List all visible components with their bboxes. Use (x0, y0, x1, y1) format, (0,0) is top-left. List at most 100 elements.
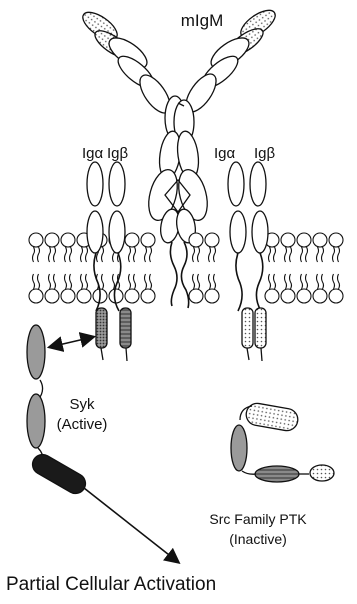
lipid-tail (209, 274, 211, 289)
lipid-tail (81, 247, 83, 262)
lipid-tail (38, 247, 40, 262)
lipid-tail (102, 274, 104, 289)
lipid-tail (306, 274, 308, 289)
lipid-tail (333, 274, 335, 289)
lipid-tail (198, 247, 200, 262)
src-family-ptk (231, 402, 334, 482)
lipid-tail (54, 247, 56, 262)
lipid-head (61, 233, 75, 247)
lipid-tail (322, 247, 324, 262)
lipid-tail (134, 247, 136, 262)
lipid-tail (54, 274, 56, 289)
lipid-head (297, 289, 311, 303)
lipid-tail (290, 274, 292, 289)
lipid-tail (70, 247, 72, 262)
lipid-tail (102, 247, 104, 262)
syk-binding-arrow (50, 337, 93, 347)
lipid-head (45, 233, 59, 247)
lipid-tail (113, 274, 115, 289)
itam-left-alpha (96, 308, 107, 348)
lipid-tail (274, 274, 276, 289)
antibody-label: mIgM (181, 11, 224, 30)
itam-right-alpha (242, 308, 253, 348)
lipid-tail (214, 274, 216, 289)
ig-alpha-beta-left (87, 162, 131, 361)
lipid-tail (198, 274, 200, 289)
lipid-head (141, 233, 155, 247)
lipid-tail (134, 274, 136, 289)
activation-arrow (84, 488, 178, 562)
outcome-label: Partial Cellular Activation (6, 574, 216, 595)
ig-alpha-beta-right (228, 162, 268, 361)
itam-right-beta (255, 308, 266, 348)
lipid-tail (317, 274, 319, 289)
lipid-tail (65, 247, 67, 262)
lipid-tail (145, 274, 147, 289)
lipid-tail (317, 247, 319, 262)
lipid-tail (70, 274, 72, 289)
lipid-tail (285, 247, 287, 262)
lipid-head (313, 289, 327, 303)
lipid-tail (274, 247, 276, 262)
lipid-tail (338, 274, 340, 289)
lipid-head (329, 289, 343, 303)
ig-beta-label-left: Igβ (107, 145, 129, 162)
lipid-head (281, 289, 295, 303)
lipid-tail (33, 274, 35, 289)
lipid-tail (65, 274, 67, 289)
syk-state-label: (Active) (57, 416, 108, 433)
lipid-tail (333, 247, 335, 262)
lipid-tail (49, 274, 51, 289)
lipid-head (205, 289, 219, 303)
lipid-head (189, 233, 203, 247)
src-state-label: (Inactive) (229, 531, 287, 547)
lipid-head (125, 289, 139, 303)
ig-alpha-label-right: Igα (214, 145, 236, 162)
lipid-head (205, 233, 219, 247)
lipid-tail (150, 274, 152, 289)
lipid-tail (193, 274, 195, 289)
lipid-tail (81, 274, 83, 289)
lipid-head (265, 289, 279, 303)
lipid-tail (269, 274, 271, 289)
lipid-head (61, 289, 75, 303)
lipid-head (189, 289, 203, 303)
syk-name-label: Syk (69, 396, 95, 413)
lipid-tail (49, 247, 51, 262)
lipid-tail (86, 247, 88, 262)
lipid-tail (38, 274, 40, 289)
lipid-tail (285, 274, 287, 289)
lipid-head (29, 289, 43, 303)
lipid-tail (129, 247, 131, 262)
lipid-head (29, 233, 43, 247)
lipid-tail (214, 247, 216, 262)
lipid-tail (86, 274, 88, 289)
lipid-head (329, 233, 343, 247)
lipid-head (313, 233, 327, 247)
lipid-tail (269, 247, 271, 262)
lipid-head (77, 289, 91, 303)
lipid-tail (338, 247, 340, 262)
lipid-tail (301, 247, 303, 262)
lipid-tail (322, 274, 324, 289)
lipid-tail (290, 247, 292, 262)
lipid-tail (193, 247, 195, 262)
lipid-tail (129, 274, 131, 289)
itam-left-beta (120, 308, 131, 348)
ig-alpha-label-left: Igα (82, 145, 104, 162)
lipid-tail (306, 247, 308, 262)
lipid-tail (209, 247, 211, 262)
lipid-tail (33, 247, 35, 262)
lipid-head (125, 233, 139, 247)
lipid-tail (301, 274, 303, 289)
lipid-head (109, 289, 123, 303)
lipid-head (297, 233, 311, 247)
lipid-head (45, 289, 59, 303)
ig-beta-label-right: Igβ (254, 145, 276, 162)
lipid-tail (145, 247, 147, 262)
membrane-bilayer (29, 233, 343, 303)
lipid-head (141, 289, 155, 303)
lipid-head (281, 233, 295, 247)
